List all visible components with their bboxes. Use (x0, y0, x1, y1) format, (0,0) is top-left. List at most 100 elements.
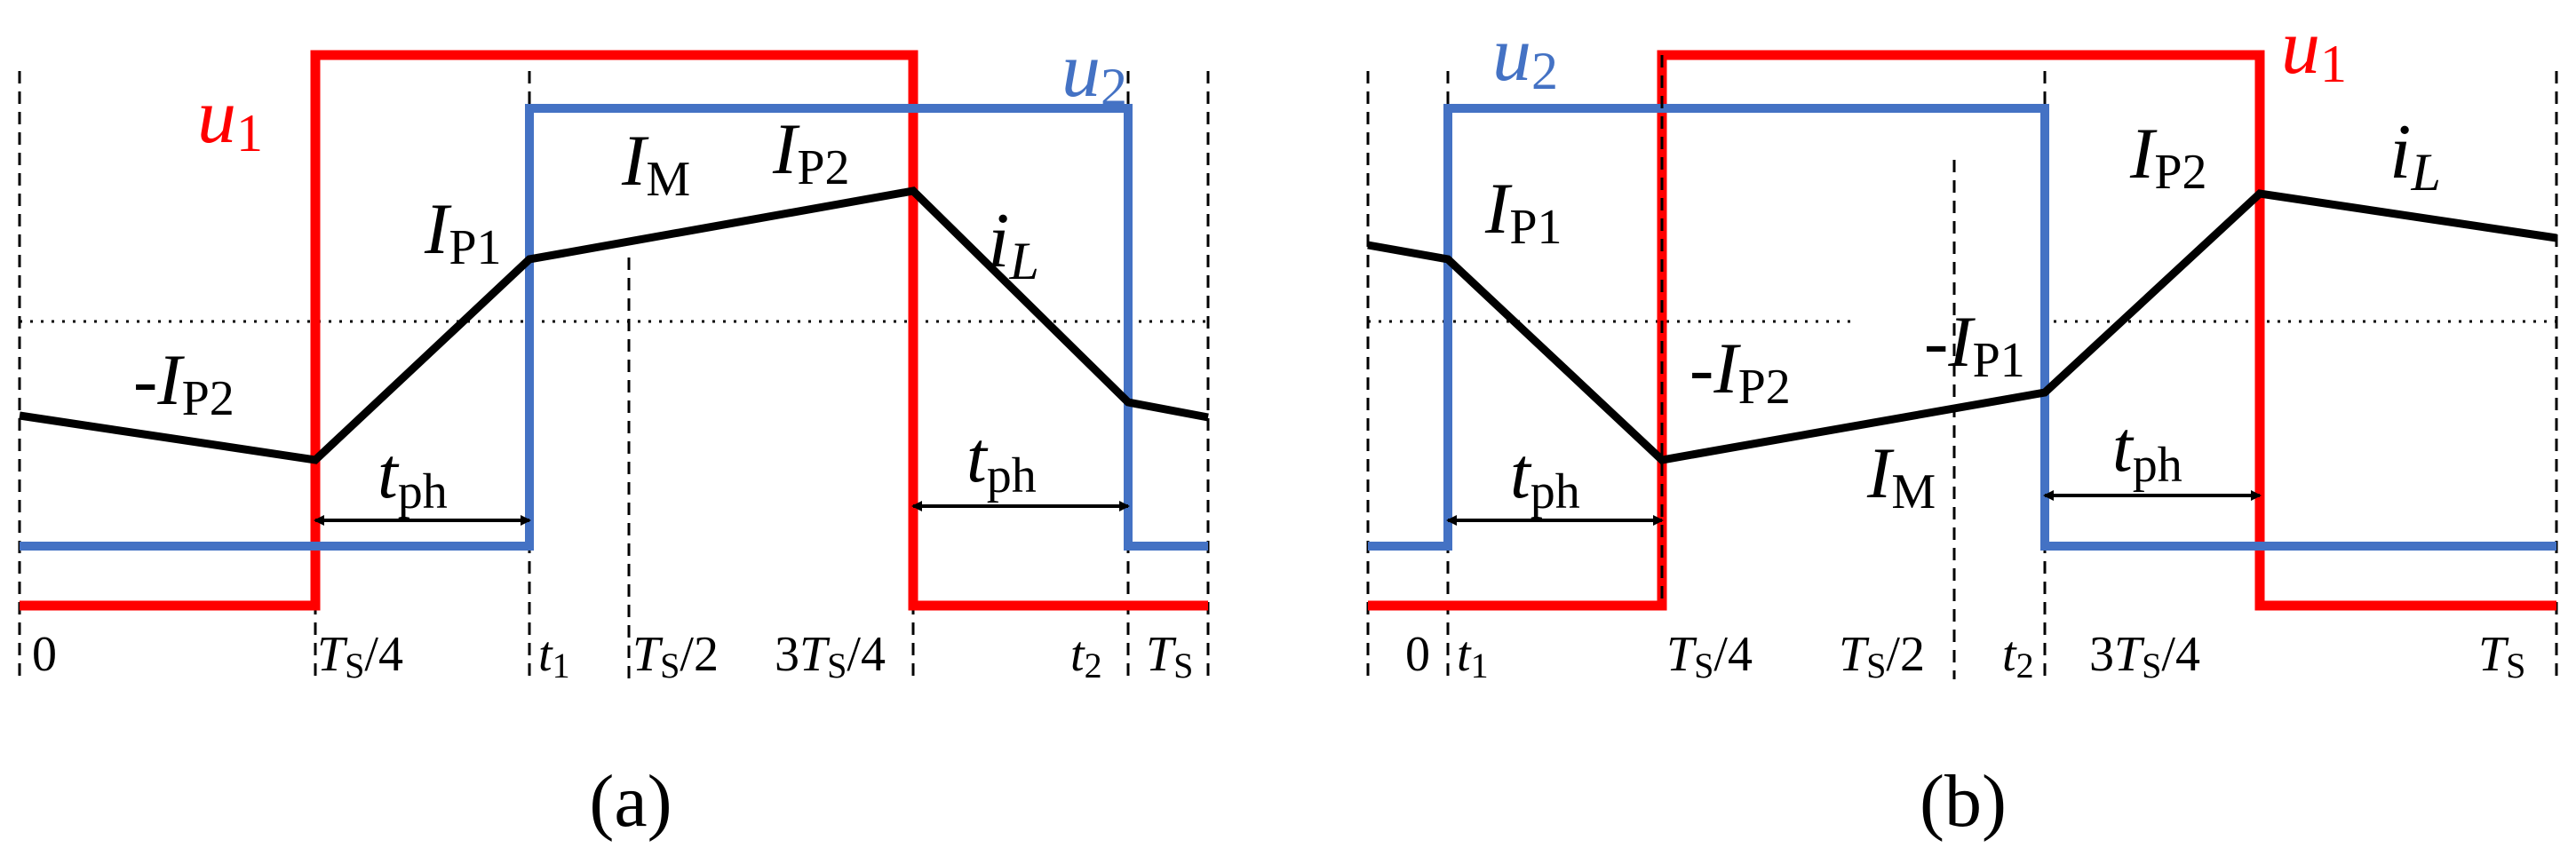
neg-ip2-label-b-pre: - (1690, 328, 1713, 408)
tph-label-a1-main: t (378, 432, 400, 513)
il-label-b-sub: L (2410, 143, 2440, 202)
tick-b-0: 0 (1405, 627, 1430, 682)
tick-a-ts-main: T (1146, 627, 1177, 682)
im-label-a-sub: M (646, 152, 690, 207)
ip1-label-b-main: I (1484, 168, 1513, 249)
neg-ip2-label-b-sub: P2 (1738, 360, 1791, 415)
tick-a-t1-sub: 1 (553, 646, 570, 686)
tick-b-ts2-main: T (1839, 627, 1870, 682)
ip2-label-b-main: I (2129, 113, 2158, 194)
tick-a-t2: t2 (1070, 627, 1102, 686)
tick-b-t2-main: t (2002, 627, 2017, 682)
tick-b-3ts4-sub: S (2142, 646, 2161, 686)
tph-label-a1-sub: ph (398, 464, 448, 519)
u2-label-a-sub: 2 (1101, 58, 1127, 116)
ip1-label-b: IP1 (1484, 168, 1562, 255)
tick-a-t1: t1 (538, 627, 570, 686)
tph-label-b1-main: t (1510, 432, 1532, 513)
u1-label-a-sub: 1 (236, 104, 263, 162)
tick-a-0: 0 (32, 627, 57, 682)
tph-label-b2-main: t (2112, 406, 2135, 487)
il-label-b-main: i (2389, 109, 2411, 195)
tick-b-3ts4-pre: 3 (2089, 627, 2114, 682)
u1-label-b: u1 (2281, 4, 2347, 93)
ip2-label-a: IP2 (772, 108, 849, 195)
tick-b-ts2-sub: S (1866, 646, 1886, 686)
tick-a-t2-sub: 2 (1085, 646, 1102, 686)
ip1-label-a-main: I (424, 188, 452, 269)
il-waveform-b (1367, 189, 2557, 464)
tph-label-a2-main: t (966, 416, 989, 497)
tick-b-t1-main: t (1457, 627, 1472, 682)
u1-label-a: u1 (197, 74, 263, 162)
u2-label-b: u2 (1492, 12, 1558, 100)
caption-b: (b) (1920, 760, 2007, 843)
ip2-label-a-sub: P2 (797, 140, 849, 195)
tick-a-ts2: TS/2 (632, 627, 719, 686)
tick-b-ts2: TS/2 (1839, 627, 1925, 686)
u1-label-b-sub: 1 (2320, 35, 2347, 93)
tick-b-ts: TS (2478, 627, 2525, 686)
tick-a-t2-main: t (1070, 627, 1085, 682)
tick-b-t2: t2 (2002, 627, 2034, 686)
tick-b-t1: t1 (1457, 627, 1489, 686)
tph-label-b1: tph (1510, 432, 1580, 519)
ip2-label-b: IP2 (2129, 113, 2206, 200)
u2-label-b-sub: 2 (1531, 42, 1558, 100)
ip2-label-b-sub: P2 (2154, 145, 2206, 200)
im-label-a-main: I (621, 120, 649, 201)
il-label-a-sub: L (1008, 232, 1038, 290)
tick-b-t1-sub: 1 (1471, 646, 1489, 686)
tick-a-3ts4: 3TS/4 (775, 627, 886, 686)
ip1-label-a-sub: P1 (449, 220, 501, 275)
u1-waveform-b (1368, 50, 2556, 611)
u2-label-a-main: u (1061, 28, 1101, 114)
u2-label-b-main: u (1492, 12, 1531, 98)
im-label-b-sub: M (1891, 464, 1936, 519)
tick-a-ts4-main: T (317, 627, 348, 682)
neg-ip2-label-b-main: I (1713, 328, 1741, 408)
tick-a-3ts4-sub: S (827, 646, 847, 686)
u1-label-a-main: u (197, 74, 236, 160)
tph-label-a1: tph (378, 432, 448, 519)
u2-label-a: u2 (1061, 28, 1127, 116)
tick-a-ts2-suffix: /2 (680, 627, 719, 682)
ip1-label-a: IP1 (424, 188, 501, 275)
neg-ip2-label-a: -IP2 (133, 339, 235, 426)
tick-b-ts2-suffix: /2 (1886, 627, 1925, 682)
tick-a-ts2-sub: S (660, 646, 680, 686)
tick-b-3ts4: 3TS/4 (2089, 627, 2200, 686)
tick-b-ts4: TS/4 (1666, 627, 1753, 686)
neg-ip1-label-b-main: I (1947, 301, 1976, 382)
panel-b: u1 u2 iL IP1 IP2 -IP2 -IP1 IM tph tph 0 … (1366, 4, 2558, 843)
tick-b-ts-sub: S (2506, 646, 2525, 686)
neg-ip1-label-b-pre: - (1924, 301, 1948, 382)
panel-a: u1 u2 iL IP1 IM IP2 -IP2 tph tph 0 TS/4 … (18, 28, 1210, 843)
neg-ip2-label-a-sub: P2 (182, 371, 235, 426)
tick-b-ts4-main: T (1666, 627, 1697, 682)
neg-ip2-label-a-main: I (156, 339, 185, 420)
tph-label-b2-sub: ph (2133, 438, 2182, 493)
ip1-label-b-sub: P1 (1509, 200, 1562, 255)
im-label-b: IM (1866, 432, 1936, 519)
u1-waveform-a (20, 50, 1208, 611)
ip2-label-a-main: I (772, 108, 800, 189)
tick-b-t2-sub: 2 (2016, 646, 2034, 686)
il-waveform-a (19, 186, 1209, 464)
u2-waveform-a (20, 104, 1208, 551)
tick-a-ts4-sub: S (345, 646, 364, 686)
tick-a-t1-main: t (538, 627, 553, 682)
il-label-b: iL (2389, 109, 2441, 202)
tick-b-ts4-suffix: /4 (1713, 627, 1753, 682)
tph-label-a2: tph (966, 416, 1037, 503)
tick-a-3ts4-main: T (799, 627, 831, 682)
tick-b-3ts4-main: T (2114, 627, 2145, 682)
neg-ip2-label-b: -IP2 (1690, 328, 1791, 415)
neg-ip2-label-a-pre: - (133, 339, 157, 420)
tick-a-ts2-main: T (632, 627, 664, 682)
tph-label-a2-sub: ph (987, 448, 1037, 503)
im-label-b-main: I (1866, 432, 1895, 513)
tick-a-ts4: TS/4 (317, 627, 403, 686)
tick-a-ts-sub: S (1173, 646, 1193, 686)
